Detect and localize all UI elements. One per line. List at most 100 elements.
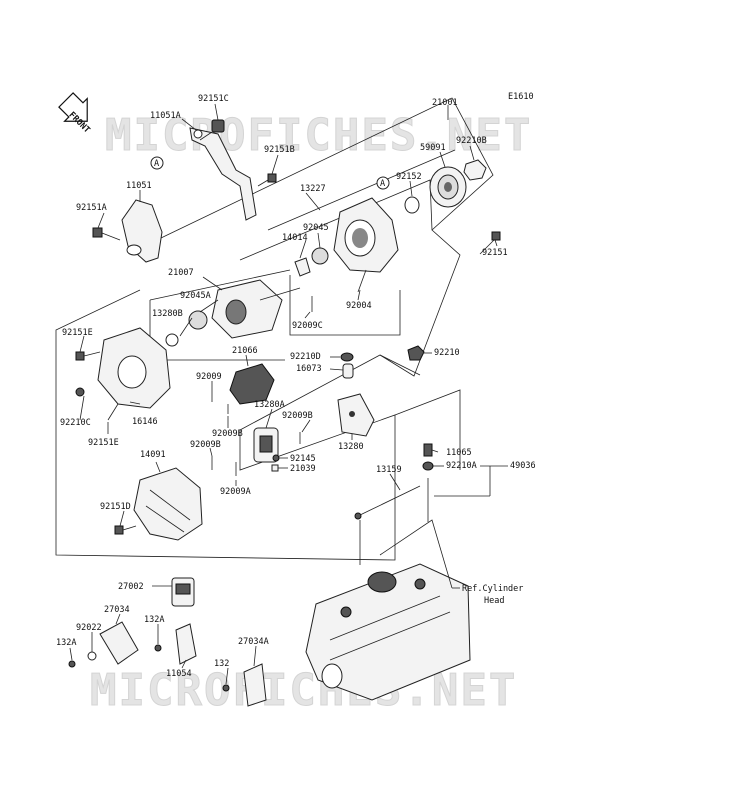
label-27034a: 27034A <box>238 637 269 647</box>
front-arrow-icon <box>58 92 88 122</box>
label-14091: 14091 <box>140 450 166 460</box>
label-132a-left: 132A <box>56 638 76 648</box>
grommet-92210d <box>340 352 354 362</box>
label-92151: 92151 <box>482 248 508 258</box>
watermark-top: MICROFICHES.NET <box>105 110 532 161</box>
screw-92151d <box>114 525 137 535</box>
label-92210b: 92210B <box>456 136 487 146</box>
label-92151e-bottom: 92151E <box>88 438 119 448</box>
bolt-92004 <box>357 269 367 293</box>
bolt-92151e-top <box>75 351 101 361</box>
terminal-11065 <box>423 443 433 457</box>
label-92151b: 92151B <box>264 145 295 155</box>
pulley-59091 <box>429 166 467 208</box>
label-92151e-top: 92151E <box>62 328 93 338</box>
bolt-132a-right <box>154 644 162 652</box>
bracket-11051a <box>189 127 257 221</box>
label-11051: 11051 <box>126 181 152 191</box>
rear-cover-16146 <box>97 327 171 409</box>
label-92009b-right: 92009B <box>282 411 313 421</box>
spacer-92152 <box>404 196 420 214</box>
label-92210: 92210 <box>434 348 460 358</box>
label-92009a: 92009A <box>220 487 251 497</box>
bearing-92045 <box>311 247 329 265</box>
label-92009b-left: 92009B <box>212 429 243 439</box>
bolt-92151e-bottom <box>107 403 119 421</box>
label-27034: 27034 <box>104 605 130 615</box>
label-132a-right: 132A <box>144 615 164 625</box>
bolt-132a-left <box>68 660 76 668</box>
label-92152: 92152 <box>396 172 422 182</box>
label-16073: 16073 <box>296 364 322 374</box>
label-92022: 92022 <box>76 623 102 633</box>
label-92009: 92009 <box>196 372 222 382</box>
label-11051a: 11051A <box>150 111 181 121</box>
label-92151d: 92151D <box>100 502 131 512</box>
terminal-13280a <box>253 427 279 463</box>
leader-lines <box>69 103 508 685</box>
label-92210d: 92210D <box>290 352 321 362</box>
label-132: 132 <box>214 659 229 669</box>
label-21066: 21066 <box>232 346 258 356</box>
bracket-11051 <box>121 199 163 263</box>
label-ref-line2: Head <box>484 596 504 606</box>
relay-27002 <box>171 577 195 607</box>
label-14014: 14014 <box>282 233 308 243</box>
label-92004: 92004 <box>346 301 372 311</box>
bracket-11054 <box>175 623 197 665</box>
rotor-21007 <box>211 279 301 339</box>
label-11054: 11054 <box>166 669 192 679</box>
label-92145: 92145 <box>290 454 316 464</box>
diagram-code: E1610 <box>508 92 534 102</box>
bearing-92045a <box>188 310 208 330</box>
callout-a-right: A <box>376 176 390 190</box>
cylinder-head <box>305 563 471 701</box>
label-49036: 49036 <box>510 461 536 471</box>
label-92151c: 92151C <box>198 94 229 104</box>
label-ref-line1: Ref.Cylinder <box>462 584 523 594</box>
nut-92210 <box>407 345 425 361</box>
label-16146: 16146 <box>132 417 158 427</box>
label-13227: 13227 <box>300 184 326 194</box>
nut-92210b <box>463 159 487 181</box>
label-92045a: 92045A <box>180 291 211 301</box>
label-92210a: 92210A <box>446 461 477 471</box>
bushing-21039 <box>271 464 279 472</box>
lead-13159 <box>354 485 421 520</box>
nut-92210a <box>422 461 434 471</box>
label-13159: 13159 <box>376 465 402 475</box>
label-92151a: 92151A <box>76 203 107 213</box>
label-13280: 13280 <box>338 442 364 452</box>
front-cover-13227 <box>333 197 399 273</box>
bolt-132 <box>222 684 230 692</box>
label-92009c: 92009C <box>292 321 323 331</box>
label-92009b-left2: 92009B <box>190 440 221 450</box>
brush-holder-21066 <box>229 363 275 405</box>
label-59091: 59091 <box>420 143 446 153</box>
label-13280a: 13280A <box>254 400 285 410</box>
regulator-27034 <box>99 621 139 665</box>
label-21001: 21001 <box>432 98 458 108</box>
label-13280b: 13280B <box>152 309 183 319</box>
bolt-92151a <box>92 227 121 241</box>
label-92045: 92045 <box>303 223 329 233</box>
label-27002: 27002 <box>118 582 144 592</box>
label-21039: 21039 <box>290 464 316 474</box>
callout-a-left-text: A <box>154 159 159 169</box>
callout-a-right-text: A <box>380 179 385 189</box>
plate-14014 <box>294 257 311 277</box>
regulator-13280 <box>337 393 375 437</box>
label-11065: 11065 <box>446 448 472 458</box>
label-92210c: 92210C <box>60 418 91 428</box>
bolt-92151 <box>479 231 501 255</box>
ring-13280b <box>165 333 179 347</box>
part-labels: 92151C 11051A 21001 92151B 92210B 59091 … <box>56 94 536 679</box>
callout-a-left: A <box>150 156 164 170</box>
cover-14091 <box>133 467 203 541</box>
assembly-frame <box>55 97 494 561</box>
bracket-27034a <box>243 663 267 707</box>
cap-16073 <box>342 363 354 379</box>
label-21007: 21007 <box>168 268 194 278</box>
nut-92210c <box>75 387 85 397</box>
